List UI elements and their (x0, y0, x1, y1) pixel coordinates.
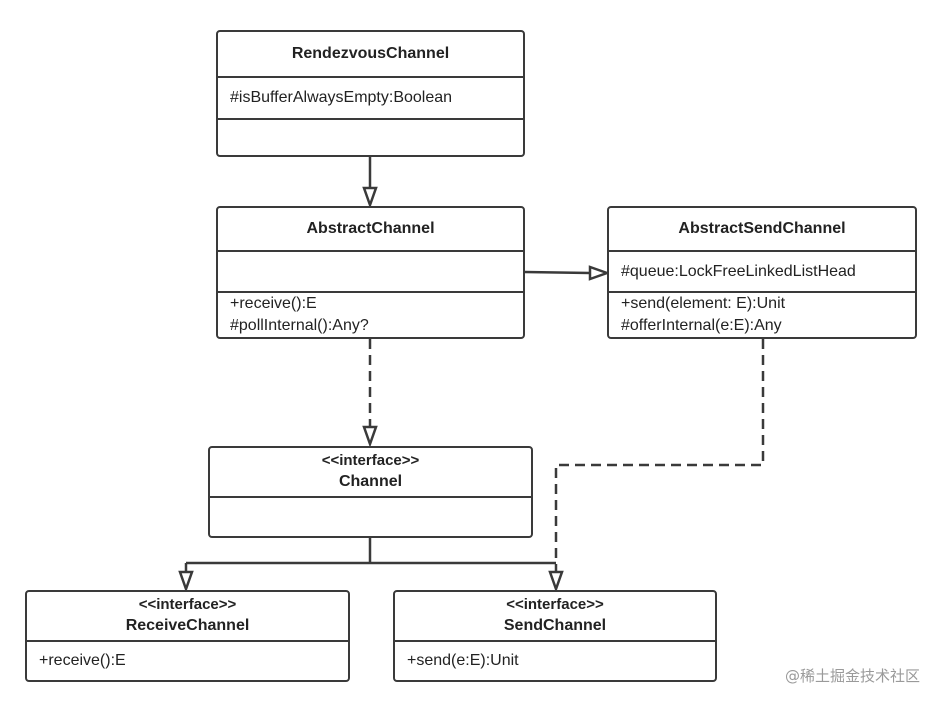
method: +receive():E (230, 295, 317, 312)
class-name-section: AbstractChannel (218, 208, 523, 250)
class-name: Channel (338, 473, 403, 490)
methods-section (218, 118, 523, 155)
method: +send(element: E):Unit (621, 295, 786, 312)
attributes-section (218, 250, 523, 291)
realize-line-sendchannel (554, 339, 765, 572)
methods-section: +send(element: E):Unit #offerInternal(e:… (609, 291, 915, 337)
class-name: AbstractSendChannel (678, 220, 846, 238)
stereotype: <<interface>> (321, 452, 420, 469)
attribute: #isBufferAlwaysEmpty:Boolean (230, 89, 453, 106)
attributes-section: #isBufferAlwaysEmpty:Boolean (218, 76, 523, 118)
method: +send(e:E):Unit (407, 652, 519, 669)
interface-send-channel: <<interface>> SendChannel +send(e:E):Uni… (393, 590, 717, 682)
attribute: #queue:LockFreeLinkedListHead (621, 262, 856, 280)
class-name: ReceiveChannel (125, 617, 250, 634)
class-name: SendChannel (503, 617, 607, 634)
class-name: AbstractChannel (306, 220, 435, 238)
inherit-arrowhead-sendchannel (548, 570, 564, 593)
methods-section: +receive():E #pollInternal():Any? (218, 291, 523, 337)
class-name-section: <<interface>> ReceiveChannel (27, 592, 348, 640)
realize-arrowhead-channel (362, 425, 378, 448)
class-rendezvous-channel: RendezvousChannel #isBufferAlwaysEmpty:B… (216, 30, 525, 157)
class-name-section: AbstractSendChannel (609, 208, 915, 250)
inherit-arrowhead-abstract-send (588, 265, 611, 281)
interface-channel: <<interface>> Channel (208, 446, 533, 538)
methods-section (210, 496, 531, 536)
class-name-section: <<interface>> SendChannel (395, 592, 715, 640)
inherit-arrowhead-rendezvous (362, 186, 378, 209)
attributes-section: #queue:LockFreeLinkedListHead (609, 250, 915, 291)
interface-receive-channel: <<interface>> ReceiveChannel +receive():… (25, 590, 350, 682)
method: #offerInternal(e:E):Any (621, 317, 782, 334)
method: #pollInternal():Any? (230, 317, 369, 334)
inherit-line-abstract-send (524, 270, 591, 275)
class-name: RendezvousChannel (291, 45, 450, 62)
watermark: @稀土掘金技术社区 (784, 667, 920, 685)
methods-section: +receive():E (27, 640, 348, 680)
class-name-section: RendezvousChannel (218, 32, 523, 76)
class-abstract-channel: AbstractChannel +receive():E #pollIntern… (216, 206, 525, 339)
class-abstract-send-channel: AbstractSendChannel #queue:LockFreeLinke… (607, 206, 917, 339)
methods-section: +send(e:E):Unit (395, 640, 715, 680)
stereotype: <<interface>> (138, 596, 237, 613)
method: +receive():E (39, 652, 126, 669)
class-name-section: <<interface>> Channel (210, 448, 531, 496)
stereotype: <<interface>> (506, 596, 604, 613)
inherit-arrowhead-receivechannel (178, 570, 194, 593)
